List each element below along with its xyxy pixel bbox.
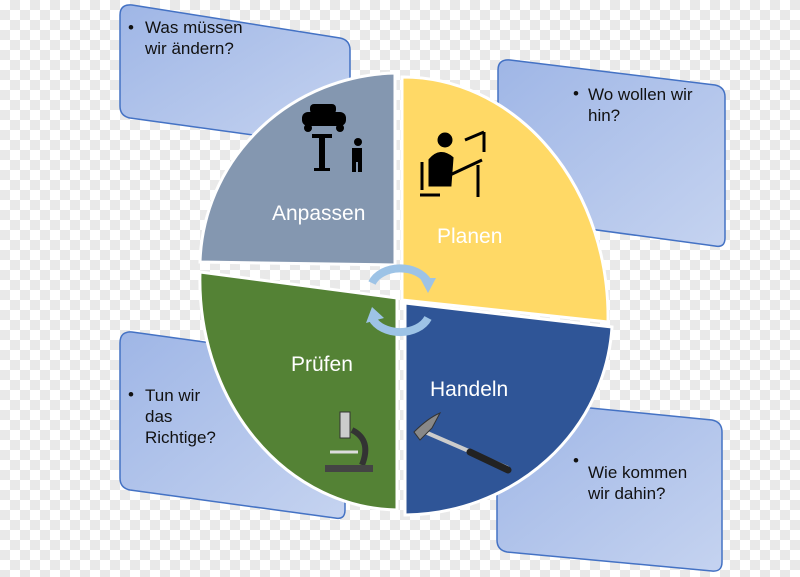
quadrant-handeln: Handeln <box>403 301 614 517</box>
quadrant-planen: Planen <box>400 75 610 324</box>
car-lift-mechanic-icon <box>302 104 362 172</box>
quadrant-label: Handeln <box>430 378 508 401</box>
quadrant-label: Prüfen <box>291 353 353 376</box>
quadrant-pruefen: Prüfen <box>198 270 399 512</box>
cycle-arrows-icon <box>366 264 436 337</box>
quadrant-anpassen: Anpassen <box>198 71 397 267</box>
person-drafting-table-icon <box>420 130 486 197</box>
microscope-icon <box>325 411 373 472</box>
quadrant-label: Anpassen <box>272 202 365 225</box>
quadrant-label: Planen <box>437 225 502 248</box>
hammer-icon <box>413 411 512 474</box>
